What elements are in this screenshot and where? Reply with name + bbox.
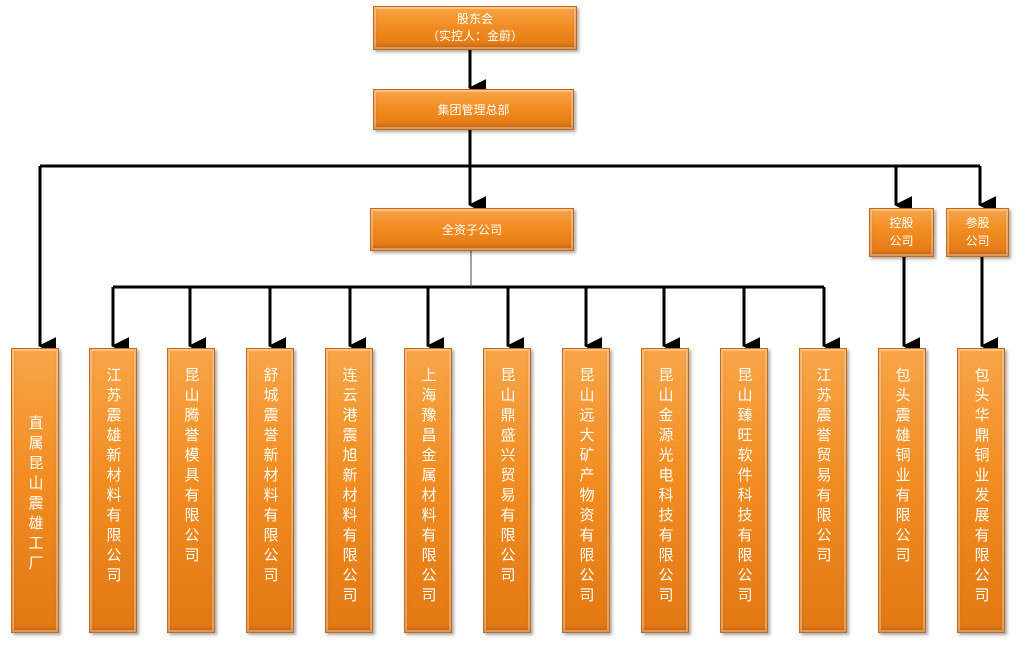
controlling-box: 控股 公司 xyxy=(869,208,934,257)
group-hq-label: 集团管理总部 xyxy=(437,103,510,117)
subsidiary-box-7: 昆山远大矿产物资有限公司 xyxy=(562,348,610,633)
participated-company-box: 包头华鼎铜业发展有限公司 xyxy=(957,348,1005,633)
subsidiary-label: 昆山金源光电科技有限公司 xyxy=(656,367,675,607)
controlling-label-1: 控股 xyxy=(889,216,914,231)
subsidiary-label: 昆山远大矿产物资有限公司 xyxy=(577,367,596,607)
subsidiary-box-8: 昆山金源光电科技有限公司 xyxy=(641,348,689,633)
group-hq-box: 集团管理总部 xyxy=(373,89,574,130)
subsidiary-box-3: 舒城震誉新材料有限公司 xyxy=(246,348,294,633)
subsidiary-label: 昆山腾誉模具有限公司 xyxy=(182,367,201,567)
participating-label-2: 公司 xyxy=(965,233,990,248)
subsidiary-label: 连云港震旭新材料有限公司 xyxy=(340,367,359,607)
subsidiary-box-5: 上海豫昌金属材料有限公司 xyxy=(404,348,452,633)
factory-label: 直属昆山震雄工厂 xyxy=(26,415,45,575)
subsidiary-label: 江苏震誉贸易有限公司 xyxy=(814,367,833,567)
subsidiary-box-9: 昆山臻旺软件科技有限公司 xyxy=(720,348,768,633)
controlled-company-box: 包头震雄铜业有限公司 xyxy=(878,348,926,633)
subsidiary-box-4: 连云港震旭新材料有限公司 xyxy=(325,348,373,633)
participating-box: 参股 公司 xyxy=(946,208,1009,257)
subsidiary-label: 上海豫昌金属材料有限公司 xyxy=(419,367,438,607)
shareholders-box: 股东会 （实控人：金蔚） xyxy=(373,6,577,50)
participating-label-1: 参股 xyxy=(965,216,990,231)
subsidiary-label: 昆山鼎盛兴贸易有限公司 xyxy=(498,367,517,587)
controlling-label-2: 公司 xyxy=(889,233,914,248)
participated-company-label: 包头华鼎铜业发展有限公司 xyxy=(972,367,991,607)
subsidiary-box-2: 昆山腾誉模具有限公司 xyxy=(167,348,215,633)
factory-box: 直属昆山震雄工厂 xyxy=(11,348,59,633)
subsidiary-label: 江苏震雄新材料有限公司 xyxy=(104,367,123,587)
subsidiary-box-1: 江苏震雄新材料有限公司 xyxy=(89,348,137,633)
actual-controller-label: （实控人：金蔚） xyxy=(426,29,523,43)
subsidiary-label: 昆山臻旺软件科技有限公司 xyxy=(735,367,754,607)
controlled-company-label: 包头震雄铜业有限公司 xyxy=(893,367,912,567)
wholly-owned-label: 全资子公司 xyxy=(441,223,502,237)
subsidiary-label: 舒城震誉新材料有限公司 xyxy=(261,367,280,587)
wholly-owned-box: 全资子公司 xyxy=(370,208,574,251)
shareholders-label: 股东会 xyxy=(456,11,493,26)
subsidiary-box-10: 江苏震誉贸易有限公司 xyxy=(799,348,847,633)
subsidiary-box-6: 昆山鼎盛兴贸易有限公司 xyxy=(483,348,531,633)
